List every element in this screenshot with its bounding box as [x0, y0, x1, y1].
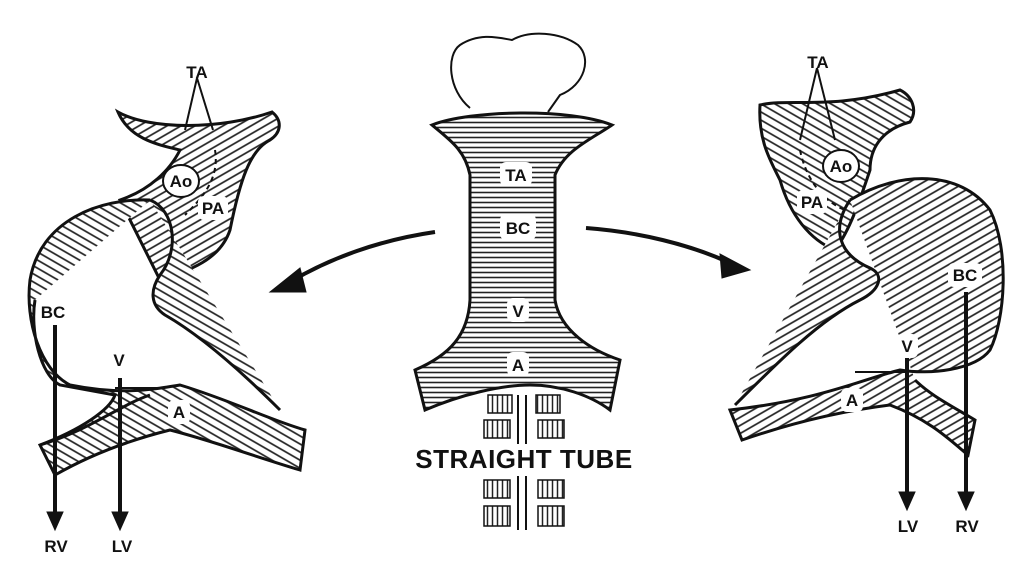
- center-label-v: V: [512, 302, 524, 321]
- center-label-ta: TA: [505, 166, 526, 185]
- straight-tube-title: STRAIGHT TUBE: [415, 444, 632, 474]
- right-label-pa: PA: [801, 193, 823, 212]
- right-heart-body: [727, 177, 1005, 458]
- right-label-rv: RV: [955, 517, 979, 536]
- right-label-a: A: [846, 391, 858, 410]
- left-label-ta: TA: [186, 63, 207, 82]
- left-outflow: [114, 108, 281, 282]
- arrow-left: [268, 230, 436, 293]
- left-label-rv: RV: [44, 537, 68, 556]
- right-label-v: V: [901, 337, 913, 356]
- right-label-ao: Ao: [830, 157, 853, 176]
- right-label-ta: TA: [807, 53, 828, 72]
- left-lv-arrow: [111, 378, 129, 532]
- right-rv-arrow: [957, 292, 975, 512]
- left-label-v: V: [113, 351, 125, 370]
- left-label-a: A: [173, 403, 185, 422]
- right-lv-arrow: [898, 358, 916, 512]
- right-loop-group: TA Ao PA BC V A LV RV: [727, 53, 1005, 536]
- center-label-bc: BC: [506, 219, 531, 238]
- tube-body: [413, 111, 622, 413]
- straight-tube-group: TA BC V A STRAIGHT TUBE: [412, 32, 636, 530]
- left-label-bc: BC: [41, 303, 66, 322]
- center-label-a: A: [512, 356, 524, 375]
- somites: [483, 394, 565, 530]
- left-label-pa: PA: [202, 199, 224, 218]
- arrow-right: [585, 226, 752, 279]
- tube-head-outline: [450, 32, 587, 113]
- left-rv-arrow: [46, 325, 64, 532]
- right-label-lv: LV: [898, 517, 919, 536]
- right-label-bc: BC: [953, 266, 978, 285]
- left-loop-group: TA Ao PA BC V A RV LV: [27, 63, 307, 556]
- left-heart-body: [27, 198, 307, 478]
- left-label-lv: LV: [112, 537, 133, 556]
- left-label-ao: Ao: [170, 172, 193, 191]
